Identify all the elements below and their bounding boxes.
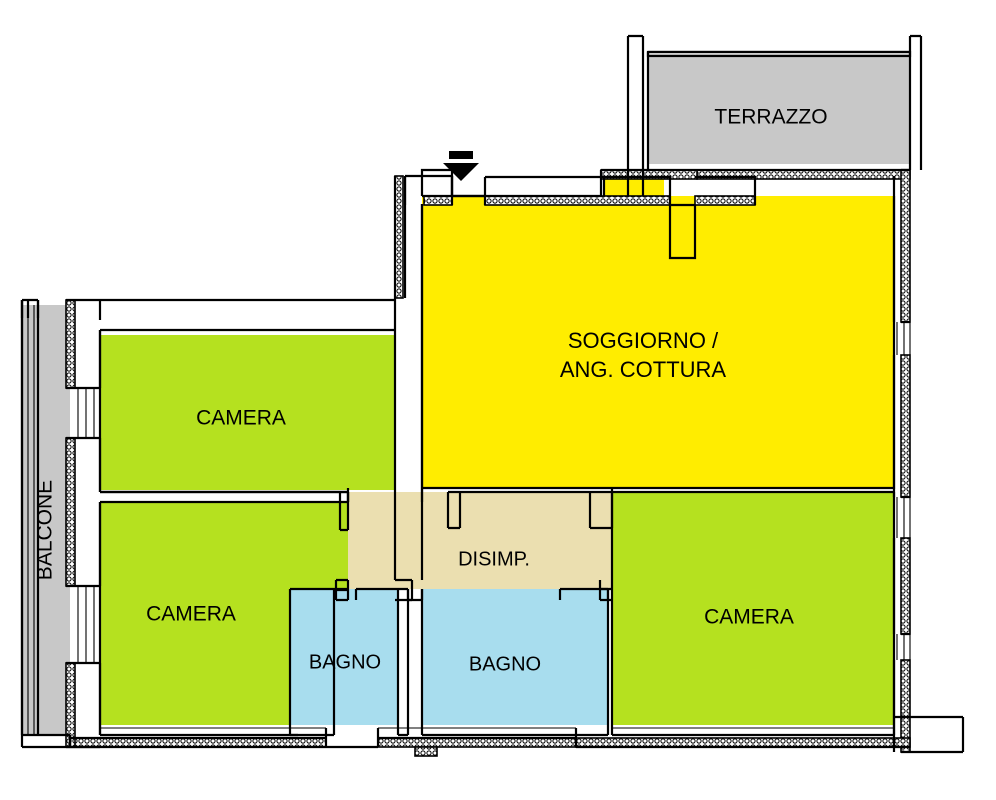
wall-right-window-3 [896, 634, 911, 660]
room-fill-balcone [22, 305, 70, 735]
room-label-camera-right: CAMERA [704, 606, 794, 629]
room-label-balcone: BALCONE [34, 480, 57, 580]
wall-camera-right-outline [610, 488, 896, 737]
room-fill-bagno-left [290, 589, 398, 725]
room-labels: TERRAZZO SOGGIORNO / ANG. COTTURA CAMERA… [34, 106, 828, 676]
room-label-bagno-right: BAGNO [469, 653, 541, 675]
wall-bagno-left-outline [288, 587, 410, 737]
room-fill-camera-top-left [100, 335, 395, 490]
wall-hatch-top-4 [694, 195, 756, 206]
wall-hatch-right-1 [900, 169, 911, 323]
wall-linework [20, 34, 965, 754]
wall-hatch-bottom-2 [377, 737, 577, 748]
wall-hatch-bottom-4 [575, 737, 911, 748]
wall-right-window-1 [896, 322, 911, 355]
wall-camera-tl-outline [98, 328, 395, 502]
wall-top-inner-band [483, 175, 757, 207]
wall-hatch-bottom-3 [414, 746, 438, 757]
wall-right-window-2 [896, 497, 911, 538]
room-fill-bagno-right [422, 589, 608, 725]
wall-terrazzo-top-edge [646, 50, 912, 58]
room-label-camera-bottom-left: CAMERA [146, 603, 236, 626]
room-label-bagno-left: BAGNO [309, 651, 381, 673]
wall-hatch-bottom-1 [69, 737, 327, 748]
wall-pier-center-top [668, 205, 697, 260]
room-fills [22, 54, 910, 735]
wall-left-window-bands [77, 388, 95, 663]
wall-terr-stub [602, 170, 645, 196]
wall-camera-right-jamb [598, 580, 612, 602]
room-fill-camera-bottom-left-ext [100, 502, 334, 590]
room-label-terrazzo: TERRAZZO [714, 106, 827, 129]
wall-bottom-outline [68, 728, 910, 749]
wall-balcony-rail [27, 305, 35, 735]
room-fill-camera-right [612, 492, 895, 725]
wall-vert-divider-mid [393, 204, 424, 602]
wall-hatch-right-2 [900, 354, 911, 498]
room-label-soggiorno: SOGGIORNO / [568, 328, 719, 353]
room-label-disimpegno: DISIMP. [458, 548, 530, 570]
entrance-arrow-icon [443, 151, 479, 181]
room-fill-terrazzo [648, 54, 910, 164]
wall-hatch-left-1 [65, 299, 76, 389]
wall-hatch-upper-mid [394, 175, 404, 299]
room-label-camera-top-left: CAMERA [196, 407, 286, 430]
wall-hatch-right-3 [900, 537, 911, 635]
wall-camera-divider [100, 490, 350, 532]
wall-hatch-top-entry [423, 195, 453, 206]
wall-soggiorno-top [420, 168, 910, 198]
wall-hatch-top-3 [484, 195, 671, 206]
wall-balcony-top-notch [20, 300, 40, 318]
wall-hatch-left-2 [65, 437, 76, 587]
room-label-soggiorno-line2: ANG. COTTURA [560, 357, 727, 382]
room-fill-disimpegno [348, 492, 612, 589]
wall-camera-bl-outline [98, 502, 348, 737]
room-fill-soggiorno [422, 176, 894, 488]
wall-entry-corridor [393, 176, 485, 298]
